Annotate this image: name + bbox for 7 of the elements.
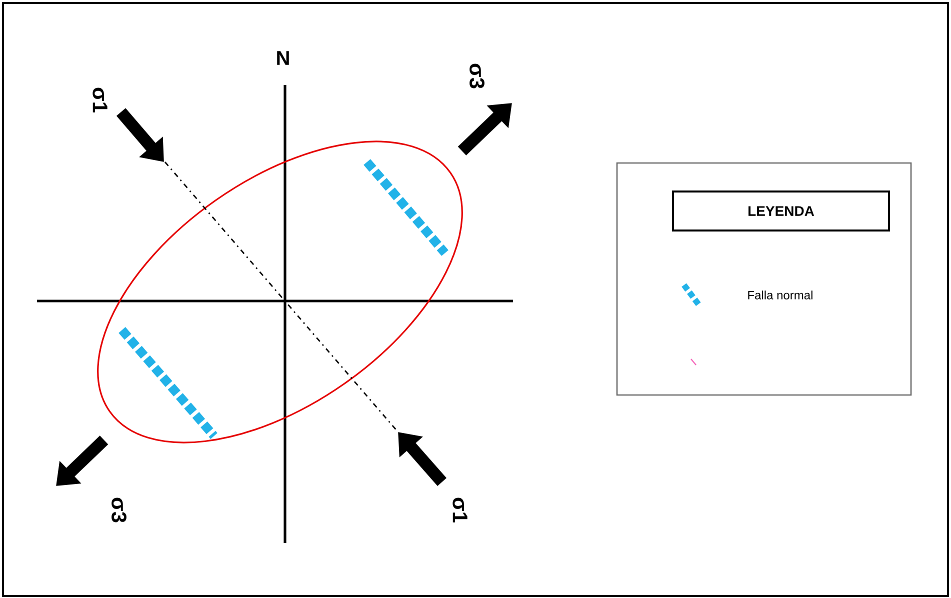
sigma-label: σ3 [112, 498, 126, 522]
sigma-label: σ1 [452, 498, 468, 522]
north-label: N [277, 51, 289, 65]
sigma-label: σ1 [92, 88, 108, 112]
legend-text: Falla normal [748, 290, 812, 300]
sigma-label: σ3 [470, 64, 484, 88]
legend-title: LEYENDA [672, 190, 890, 232]
